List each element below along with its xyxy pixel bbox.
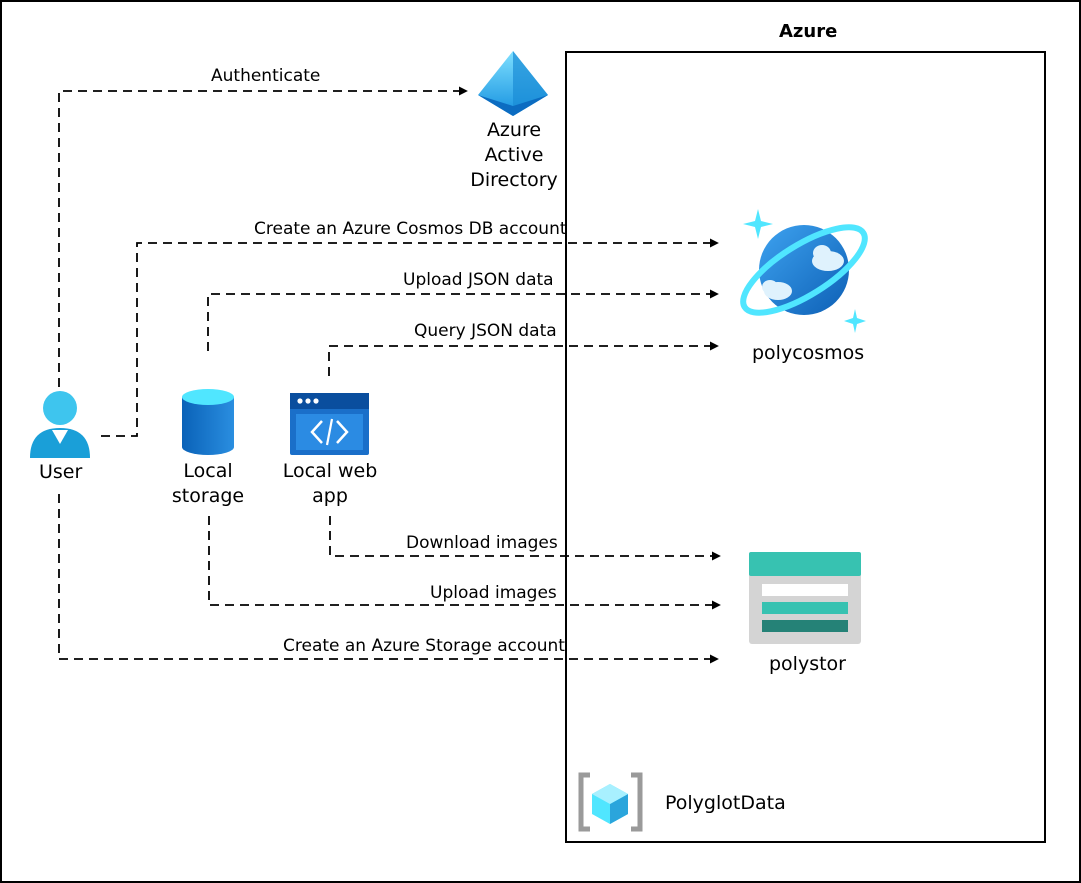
azure-active-directory-icon — [478, 51, 548, 116]
create-cosmos-connector — [101, 238, 719, 437]
download-images-connector — [329, 516, 721, 561]
local-storage-label-line: Local — [183, 460, 233, 482]
query-json-connector — [328, 341, 719, 376]
upload-json-connector — [207, 289, 719, 351]
create-storage-connector — [58, 494, 719, 664]
resource-group-icon — [578, 772, 643, 832]
aad-label-line: Directory — [470, 169, 558, 191]
aad-label-line: Active — [484, 144, 544, 166]
local-web-app-label-line: app — [312, 485, 348, 507]
storage-label: polystor — [769, 653, 846, 675]
resource-group-label: PolyglotData — [665, 792, 786, 814]
upload-json-label: Upload JSON data — [403, 270, 554, 290]
local-web-app-label-line: Local web — [282, 460, 378, 482]
aad-label-line: Azure — [486, 119, 542, 141]
cosmos-label: polycosmos — [752, 342, 865, 364]
user-icon — [30, 391, 90, 458]
query-json-label: Query JSON data — [414, 321, 557, 341]
local-web-app-label: Local web app — [275, 459, 385, 509]
authenticate-label: Authenticate — [211, 66, 321, 86]
azure-boundary — [565, 51, 1046, 843]
create-cosmos-label: Create an Azure Cosmos DB account — [254, 219, 567, 239]
upload-images-label: Upload images — [430, 583, 557, 603]
create-storage-label: Create an Azure Storage account — [283, 636, 565, 656]
local-storage-label: Local storage — [158, 459, 258, 509]
database-icon — [182, 389, 234, 455]
azure-title: Azure — [779, 21, 838, 42]
authenticate-connector — [58, 86, 468, 387]
local-storage-label-line: storage — [171, 485, 245, 507]
user-label: User — [39, 461, 83, 483]
storage-account-icon — [749, 552, 861, 644]
web-app-icon — [290, 393, 369, 455]
download-images-label: Download images — [406, 533, 558, 553]
cosmos-db-icon — [740, 209, 868, 333]
aad-label: Azure Active Directory — [464, 118, 564, 193]
